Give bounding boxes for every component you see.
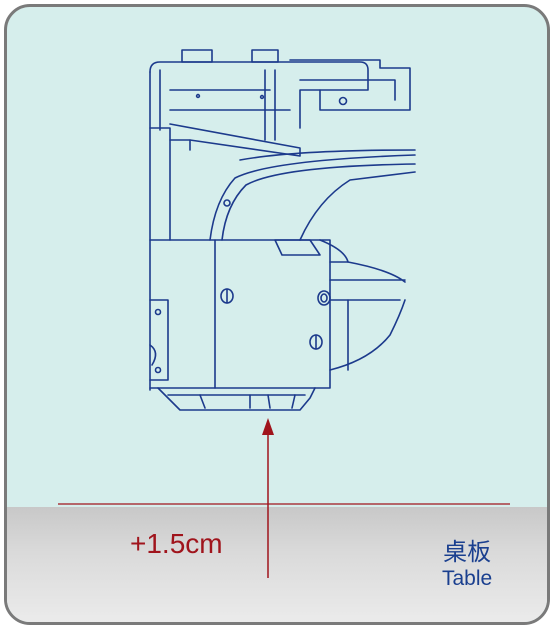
left-bracket	[149, 299, 169, 381]
machine-top-head	[149, 61, 369, 129]
lower-housing	[149, 239, 331, 389]
table-surface	[7, 507, 547, 622]
screw-circle-mid	[223, 199, 231, 207]
measure-arrow	[262, 418, 274, 578]
screw-2	[317, 290, 331, 306]
bottom-tray	[157, 387, 316, 411]
table-label-english: Table	[442, 567, 493, 590]
top-knob-2	[251, 49, 279, 63]
free-arm-curve	[209, 154, 416, 241]
screw-circle-top	[338, 96, 348, 106]
diagram-frame	[4, 4, 550, 625]
machine-bed-plate	[169, 123, 301, 157]
table-label-chinese: 桌板	[443, 538, 492, 566]
table-label: 桌板 Table	[442, 538, 492, 592]
measurement-label: +1.5cm	[130, 528, 223, 559]
top-knob-1	[181, 49, 213, 63]
